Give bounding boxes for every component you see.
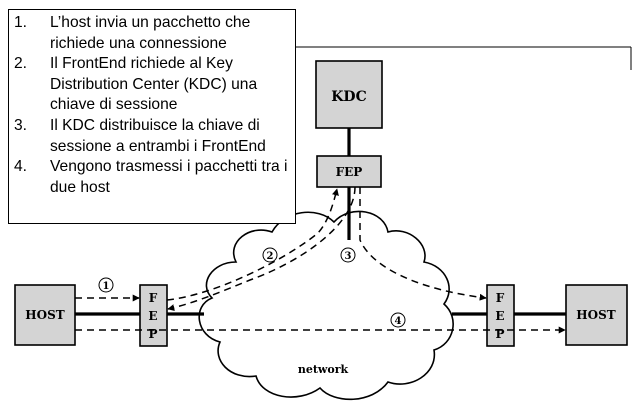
step-marker-1-label: 1: [103, 281, 110, 292]
fep-right-letter-p: P: [495, 327, 504, 341]
step-marker-4: 4: [390, 312, 406, 328]
step-text: Vengono trasmessi i pacchetti tra i due …: [50, 158, 288, 196]
flow-step-3-right: [359, 187, 487, 301]
host-left-box: [14, 284, 76, 346]
host-left-label: HOST: [25, 308, 64, 322]
fep-left-letter-f: F: [149, 291, 158, 305]
fep-top-label: FEP: [336, 165, 363, 179]
kdc-label: KDC: [331, 89, 366, 105]
steps-panel: 1. L’host invia un pacchetto che richiede…: [8, 9, 296, 224]
step-marker-2: 2: [262, 247, 278, 263]
step-marker-3-label: 3: [345, 251, 352, 262]
kdc-box: [315, 60, 383, 129]
step-text: Il FrontEnd richiede al Key Distribution…: [50, 55, 258, 114]
step-item-1: 1. L’host invia un pacchetto che richiede…: [14, 13, 291, 54]
network-label: network: [298, 363, 349, 376]
step-marker-1: 1: [98, 277, 114, 293]
step-number: 2.: [14, 55, 28, 73]
step-item-3: 3. Il KDC distribuisce la chiave di sessi…: [14, 116, 291, 157]
step-item-2: 2. Il FrontEnd richiede al Key Distributi…: [14, 54, 291, 116]
flow-step-3-left: [167, 186, 356, 312]
fep-left-box: [139, 284, 168, 347]
step-text: L’host invia un pacchetto che richiede u…: [50, 14, 251, 52]
step-marker-4-label: 4: [395, 316, 402, 327]
flow-step-2: [166, 188, 339, 301]
step-marker-2-label: 2: [267, 251, 274, 262]
step-item-4: 4. Vengono trasmessi i pacchetti tra i du…: [14, 157, 291, 198]
fep-top-box: [316, 155, 382, 188]
step-text: Il KDC distribuisce la chiave di session…: [50, 116, 266, 155]
step-marker-3: 3: [340, 247, 356, 263]
host-right-label: HOST: [576, 308, 615, 322]
fep-right-letter-f: F: [496, 291, 505, 305]
step-number: 4.: [14, 158, 28, 176]
host-right-box: [565, 284, 628, 346]
steps-list: 1. L’host invia un pacchetto che richiede…: [14, 13, 291, 198]
step-number: 1.: [14, 14, 28, 31]
fep-right-letter-e: E: [495, 309, 504, 323]
fep-left-letter-p: P: [148, 327, 157, 341]
network-cloud: [198, 210, 454, 401]
step-number: 3.: [14, 116, 28, 134]
fep-left-letter-e: E: [148, 309, 157, 323]
